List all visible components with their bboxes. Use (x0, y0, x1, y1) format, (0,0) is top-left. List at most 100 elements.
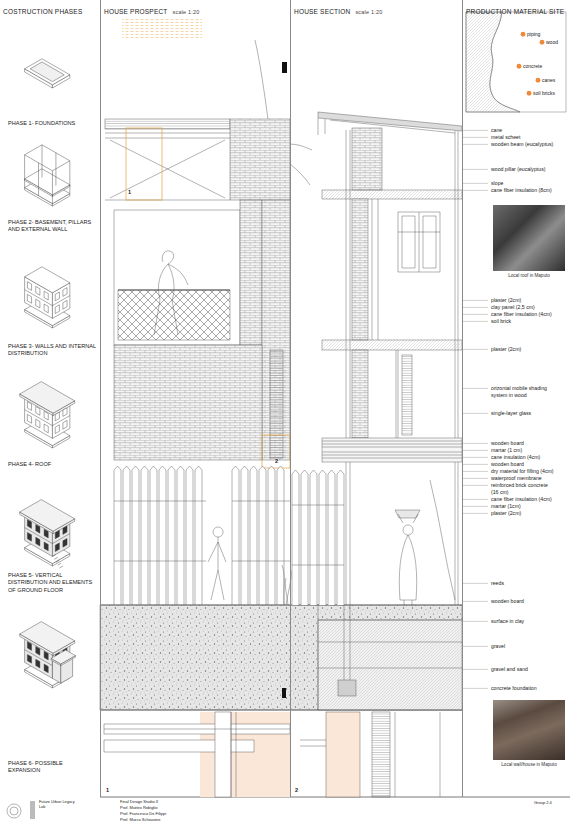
reed-fence (241, 466, 248, 605)
brick-pier (262, 200, 290, 460)
phase-axonometric (24, 155, 25, 188)
scale-mark (282, 62, 287, 73)
callout-number: 1 (106, 787, 109, 794)
material-label: waterproof membrane (491, 475, 542, 482)
soil-brick-wall (352, 350, 368, 438)
reed-fence (114, 466, 290, 605)
construction-detail (215, 712, 231, 797)
brick-wall (230, 119, 290, 200)
scale-mark (282, 688, 286, 698)
material-label: concrete foundation (491, 685, 537, 692)
person-figure (208, 527, 226, 600)
sea (466, 12, 520, 112)
column-heading: scale 1:20 (355, 9, 382, 15)
material-label: cane fiber insulation (4cm) (491, 496, 552, 503)
leader-line (463, 646, 488, 647)
floor-slab (322, 438, 462, 462)
detail-frame (126, 128, 162, 200)
phase-axonometric (25, 59, 70, 85)
phase-axonometric (20, 59, 76, 688)
ground (100, 605, 462, 606)
material-label: gravel (491, 643, 505, 650)
phase-axonometric (36, 659, 40, 668)
rafter (318, 118, 455, 135)
construction-detail (104, 712, 290, 797)
phase-axonometric (56, 560, 59, 562)
brick-pier (240, 200, 262, 345)
leader-line (463, 413, 488, 414)
phase-axonometric (63, 420, 67, 429)
phase-label: PHASE 4- ROOF (8, 461, 96, 468)
photo-caption: Local wall/house in Maputo (493, 762, 565, 767)
phase-label: PHASE 5- VERTICAL DISTRIBUTION AND ELEME… (8, 572, 96, 594)
phase-axonometric (25, 169, 70, 195)
leader-line (463, 601, 488, 602)
footer-text: Group 2.4 (534, 800, 552, 805)
leader-line (463, 506, 488, 507)
leader-line (463, 450, 488, 451)
callout-number: 1 (128, 189, 131, 196)
brick-wall (352, 128, 382, 190)
phase-axonometric (36, 537, 40, 546)
site-marker (517, 64, 522, 69)
material-label: cane fiber insulation (4cm) (491, 311, 552, 318)
phase-label: PHASE 1- FOUNDATIONS (8, 120, 96, 127)
leader-line (463, 583, 488, 584)
material-label: metal scheet (491, 134, 520, 141)
material-label: plaster (2cm) (491, 346, 521, 353)
photo (493, 700, 565, 760)
phase-axonometric (51, 650, 75, 664)
coastline (490, 12, 520, 112)
construction-detail (326, 712, 360, 797)
phase-axonometric (30, 62, 64, 82)
phase-axonometric (55, 305, 59, 314)
material-label: single-layer glass (491, 410, 531, 417)
brick-wall (114, 345, 262, 460)
reed-fence (195, 466, 202, 605)
slab-layers (322, 441, 462, 458)
phase-axonometric (27, 414, 31, 423)
leader-line (463, 388, 488, 389)
house-section (292, 112, 462, 606)
outer-pillar (455, 131, 458, 605)
reed-fence (159, 466, 166, 605)
callout-number: 2 (295, 787, 298, 794)
phase-axonometric (20, 622, 75, 654)
material-label: wooden board (491, 440, 524, 447)
site-map (466, 12, 566, 112)
reed-fence (259, 466, 266, 605)
material-label: wood pillar (eucalyptus) (491, 166, 546, 173)
phase-axonometric (27, 654, 31, 663)
footer-logo (7, 804, 21, 818)
phase-axonometric (27, 294, 31, 303)
ground (318, 620, 462, 710)
phase-label: PHASE 6- POSSIBLE EXPANSION (8, 760, 96, 775)
reed-fence (292, 470, 344, 605)
footer-logo (30, 801, 35, 819)
column-heading: COSTRUCTION PHASES (3, 8, 82, 15)
upper-floor-wall (114, 210, 240, 345)
reed-fence (114, 466, 121, 605)
material-label: wooden beam (eucalyptus) (491, 141, 553, 148)
column-panel: HOUSE SECTIONscale 1:20 (290, 0, 462, 797)
material-label: slope (491, 180, 503, 187)
leader-line (463, 688, 488, 689)
phase-axonometric (44, 304, 48, 313)
site-marker (536, 78, 541, 83)
window (398, 212, 440, 272)
leader-line (463, 471, 488, 472)
phase-axonometric (55, 543, 59, 552)
shading-louvres (270, 350, 283, 458)
column-panel: HOUSE PROSPECTscale 1:20 (100, 0, 290, 797)
site-marker (527, 91, 532, 96)
material-label: cane fiber insulation (8cm) (491, 187, 552, 194)
reed-fence (292, 470, 299, 605)
reed-fence (319, 470, 326, 605)
reed-fence (177, 466, 184, 605)
construction-detail (326, 712, 360, 797)
reed-fence (268, 466, 275, 605)
leader-line (463, 137, 488, 138)
ground (100, 605, 462, 710)
phase-label: PHASE 2- BASEMENT, PILLARS AND EXTERNAL … (8, 219, 96, 234)
